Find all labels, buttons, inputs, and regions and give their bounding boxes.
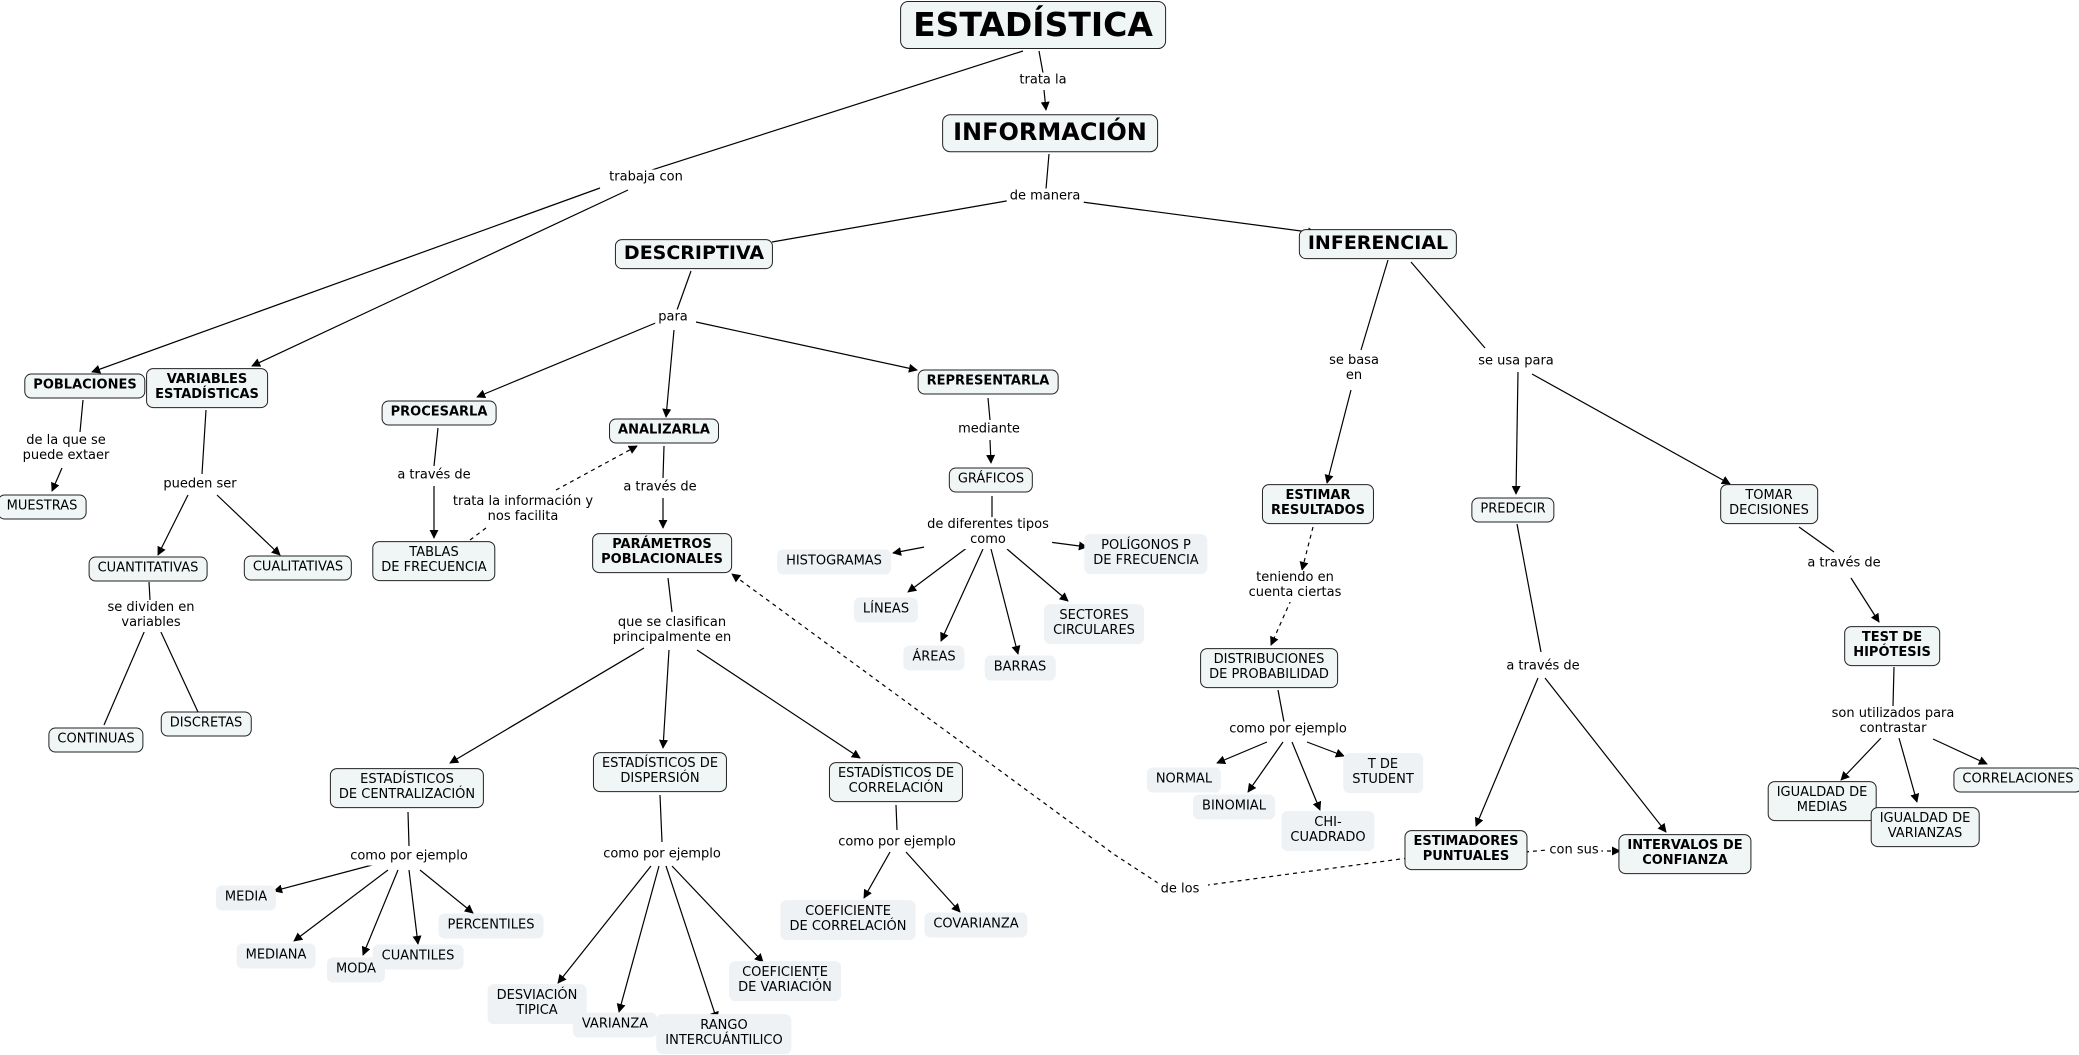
- node-representarla: REPRESENTARLA: [917, 369, 1059, 395]
- node-poblaciones: POBLACIONES: [24, 373, 146, 399]
- node-cuantitativas: CUANTITATIVAS: [88, 556, 208, 582]
- node-discretas: DISCRETAS: [160, 711, 252, 737]
- link-trata-la: trata la: [1016, 72, 1070, 90]
- link-se-basa-en: se basa en: [1326, 353, 1382, 385]
- link-a-traves-de-predecir: a través de: [1503, 658, 1583, 676]
- node-estadistica: ESTADÍSTICA: [900, 1, 1166, 49]
- link-de-diferentes-tipos: de diferentes tipos como: [924, 517, 1052, 549]
- link-son-utilizados: son utilizados para contrastar: [1828, 706, 1958, 738]
- node-procesarla: PROCESARLA: [381, 400, 497, 426]
- leaf-lineas: LÍNEAS: [853, 597, 919, 623]
- leaf-percentiles: PERCENTILES: [438, 913, 544, 939]
- node-cualitativas: CUALITATIVAS: [243, 555, 353, 581]
- node-test-hipotesis: TEST DE HIPÓTESIS: [1844, 626, 1940, 666]
- link-mediante: mediante: [955, 421, 1023, 439]
- link-a-traves-de-decisiones: a través de: [1804, 555, 1884, 573]
- node-graficos: GRÁFICOS: [948, 467, 1034, 493]
- link-con-sus: con sus: [1546, 842, 1602, 860]
- link-de-la-que-se-puede-extaer: de la que se puede extaer: [19, 433, 113, 465]
- node-estimadores-puntuales: ESTIMADORES PUNTUALES: [1404, 830, 1528, 870]
- link-trabaja-con: trabaja con: [606, 169, 686, 187]
- node-analizarla: ANALIZARLA: [609, 418, 719, 444]
- link-se-usa-para: se usa para: [1475, 353, 1557, 371]
- node-tomar-decisiones: TOMAR DECISIONES: [1720, 484, 1818, 524]
- node-tablas-frecuencia: TABLAS DE FRECUENCIA: [372, 541, 496, 581]
- link-pueden-ser: pueden ser: [160, 476, 240, 494]
- leaf-barras: BARRAS: [984, 655, 1056, 681]
- leaf-sectores-circulares: SECTORES CIRCULARES: [1044, 604, 1144, 644]
- node-correlaciones: CORRELACIONES: [1953, 767, 2079, 793]
- node-muestras: MUESTRAS: [0, 494, 87, 520]
- leaf-areas: ÁREAS: [903, 645, 965, 671]
- link-que-se-clasifican: que se clasifican principalmente en: [609, 615, 735, 647]
- node-estimar-resultados: ESTIMAR RESULTADOS: [1261, 484, 1375, 524]
- link-como-por-ejemplo-distribuciones: como por ejemplo: [1226, 721, 1350, 739]
- leaf-mediana: MEDIANA: [236, 943, 316, 969]
- leaf-chi-cuadrado: CHI- CUADRADO: [1281, 811, 1375, 851]
- node-igualdad-medias: IGUALDAD DE MEDIAS: [1767, 781, 1877, 821]
- leaf-desviacion-tipica: DESVIACIÓN TIPICA: [487, 984, 587, 1024]
- node-predecir: PREDECIR: [1471, 497, 1555, 523]
- link-para: para: [655, 309, 691, 327]
- link-de-manera: de manera: [1006, 188, 1084, 206]
- leaf-cuantiles: CUANTILES: [372, 944, 464, 970]
- leaf-coeficiente-variacion: COEFICIENTE DE VARIACIÓN: [729, 961, 841, 1001]
- node-informacion: INFORMACIÓN: [942, 114, 1158, 152]
- leaf-normal: NORMAL: [1146, 767, 1222, 793]
- leaf-rango-intercuantilico: RANGO INTERCUÁNTILICO: [656, 1014, 792, 1054]
- leaf-t-student: T DE STUDENT: [1343, 753, 1423, 793]
- leaf-binomial: BINOMIAL: [1193, 794, 1275, 820]
- link-como-por-ejemplo-centralizacion: como por ejemplo: [347, 848, 471, 866]
- node-inferencial: INFERENCIAL: [1298, 229, 1458, 259]
- node-estadisticos-correlacion: ESTADÍSTICOS DE CORRELACIÓN: [828, 762, 964, 802]
- link-trata-la-informacion: trata la información y nos facilita: [449, 494, 597, 526]
- node-descriptiva: DESCRIPTIVA: [614, 239, 774, 269]
- link-como-por-ejemplo-correlacion: como por ejemplo: [835, 834, 959, 852]
- leaf-varianza: VARIANZA: [572, 1012, 658, 1038]
- leaf-poligonos-frecuencia: POLÍGONOS P DE FRECUENCIA: [1084, 534, 1208, 574]
- node-estadisticos-centralizacion: ESTADÍSTICOS DE CENTRALIZACIÓN: [329, 768, 485, 808]
- link-como-por-ejemplo-dispersion: como por ejemplo: [600, 846, 724, 864]
- leaf-covarianza: COVARIANZA: [924, 912, 1028, 938]
- node-parametros-poblacionales: PARÁMETROS POBLACIONALES: [592, 533, 732, 573]
- leaf-histogramas: HISTOGRAMAS: [777, 549, 891, 575]
- link-se-dividen-en-variables: se dividen en variables: [104, 600, 198, 632]
- node-variables-estadisticas: VARIABLES ESTADÍSTICAS: [146, 368, 268, 408]
- node-igualdad-varianzas: IGUALDAD DE VARIANZAS: [1870, 807, 1980, 847]
- link-de-los: de los: [1157, 881, 1203, 899]
- node-estadisticos-dispersion: ESTADÍSTICOS DE DISPERSIÓN: [592, 752, 728, 792]
- link-a-traves-de-analizar: a través de: [620, 479, 700, 497]
- node-intervalos-confianza: INTERVALOS DE CONFIANZA: [1618, 834, 1752, 874]
- node-distribuciones-probabilidad: DISTRIBUCIONES DE PROBABILIDAD: [1200, 648, 1338, 688]
- leaf-media: MEDIA: [215, 885, 277, 911]
- link-a-traves-de-procesar: a través de: [394, 467, 474, 485]
- node-continuas: CONTINUAS: [48, 727, 144, 753]
- link-teniendo-en-cuenta: teniendo en cuenta ciertas: [1245, 570, 1345, 602]
- leaf-coeficiente-correlacion: COEFICIENTE DE CORRELACIÓN: [780, 900, 916, 940]
